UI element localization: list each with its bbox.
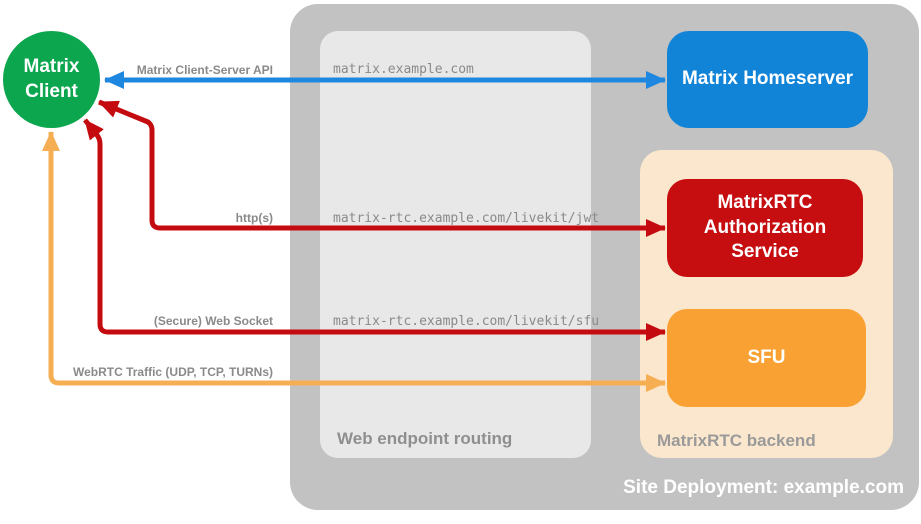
matrix-client-label: Matrix Client bbox=[23, 55, 80, 102]
matrixrtc-authorization-service-label: MatrixRTC Authorization Service bbox=[703, 191, 827, 263]
web-endpoint-routing-box: matrix.example.com matrix-rtc.example.co… bbox=[320, 31, 599, 458]
client-server-api-arrow-label: Matrix Client-Server API bbox=[136, 63, 273, 77]
matrixrtc-backend-label: MatrixRTC backend bbox=[657, 431, 816, 450]
matrixrtc-backend-box: MatrixRTC Authorization Service SFU Matr… bbox=[640, 150, 893, 458]
endpoint-domain-livekit-sfu: matrix-rtc.example.com/livekit/sfu bbox=[333, 314, 600, 329]
web-endpoint-routing-label: Web endpoint routing bbox=[337, 429, 513, 448]
endpoint-domain-livekit-jwt: matrix-rtc.example.com/livekit/jwt bbox=[333, 211, 600, 226]
webrtc-traffic-arrow-label: WebRTC Traffic (UDP, TCP, TURNs) bbox=[72, 365, 273, 379]
site-deployment-container: matrix.example.com matrix-rtc.example.co… bbox=[290, 4, 919, 510]
web-socket-arrow-label: (Secure) Web Socket bbox=[153, 314, 273, 328]
matrix-client-node: Matrix Client bbox=[3, 31, 100, 128]
matrix-homeserver-label: Matrix Homeserver bbox=[681, 68, 854, 90]
site-deployment-label: Site Deployment: example.com bbox=[623, 477, 904, 498]
sfu-label: SFU bbox=[747, 346, 786, 368]
sfu-node: SFU bbox=[667, 309, 866, 407]
matrix-homeserver-node: Matrix Homeserver bbox=[667, 31, 868, 128]
https-arrow-label: http(s) bbox=[235, 211, 273, 225]
endpoint-domain-homeserver: matrix.example.com bbox=[333, 62, 474, 77]
matrixrtc-authorization-service-node: MatrixRTC Authorization Service bbox=[667, 179, 863, 277]
